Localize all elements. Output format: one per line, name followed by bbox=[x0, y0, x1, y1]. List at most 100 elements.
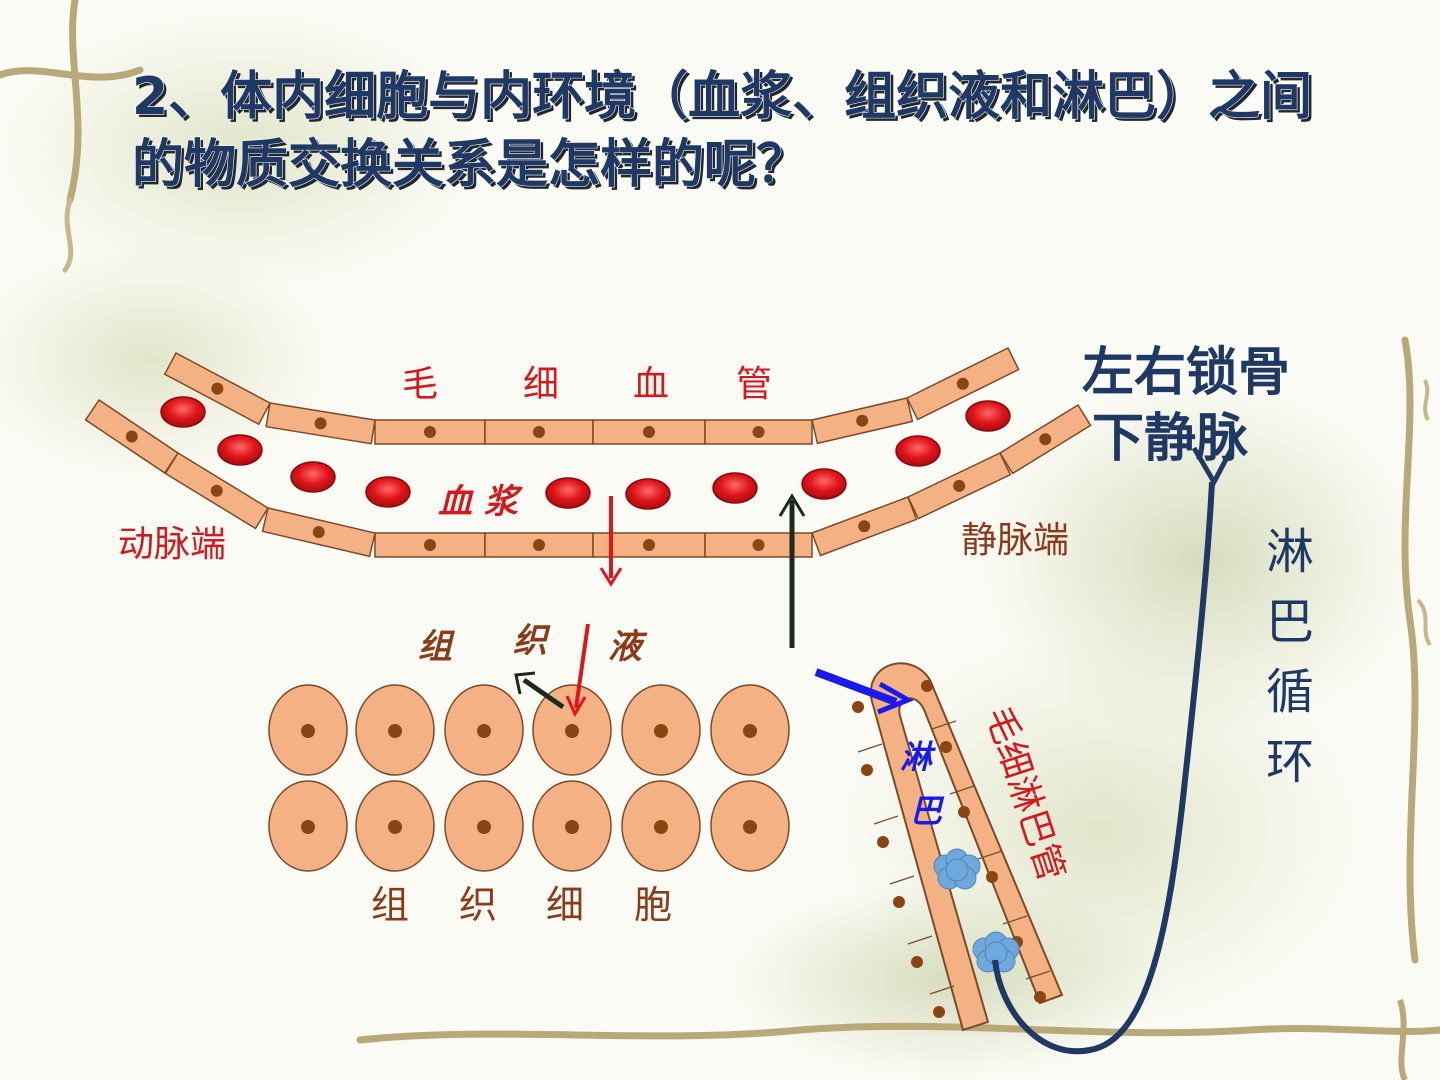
lower-capillary-wall-cell bbox=[811, 496, 918, 557]
nucleus bbox=[1039, 433, 1052, 446]
red-blood-cells bbox=[160, 396, 1011, 510]
nucleus bbox=[565, 820, 579, 834]
lymph-label-char-1: 淋 bbox=[900, 738, 936, 776]
lymph-circulation-label-char: 循 bbox=[1266, 664, 1314, 720]
nucleus bbox=[312, 526, 325, 539]
red-blood-cell bbox=[545, 477, 591, 509]
nucleus bbox=[477, 820, 491, 834]
tissue-fluid-label-char-1: 组 bbox=[418, 627, 456, 667]
lymph-circulation-label-char: 巴 bbox=[1266, 594, 1314, 650]
tissue-cell bbox=[710, 780, 790, 872]
tissue-cells-label-char-2: 织 bbox=[459, 883, 497, 927]
tissue-cells-label-char-4: 胞 bbox=[634, 883, 672, 927]
lymph-circulation-label-char: 淋 bbox=[1266, 524, 1314, 580]
nucleus bbox=[953, 479, 966, 492]
arrowhead-tissue-fluid-to-plasma bbox=[778, 493, 806, 517]
tissue-cell bbox=[268, 684, 348, 776]
lymph-circulation-path bbox=[992, 481, 1215, 1055]
tissue-cell bbox=[532, 684, 612, 776]
nucleus bbox=[211, 382, 224, 395]
title-line-2: 的物质交换关系是怎样的呢？ bbox=[132, 135, 808, 195]
nucleus bbox=[565, 724, 579, 738]
title-line-2-shadow: 的物质交换关系是怎样的呢？ bbox=[135, 138, 811, 198]
lower-capillary-wall-cell bbox=[484, 532, 594, 558]
nucleus bbox=[933, 1006, 945, 1018]
red-blood-cell bbox=[895, 435, 941, 467]
arrowhead-tissue-fluid-to-cell bbox=[565, 695, 587, 718]
subclavian-vein-label-line-1: 左右锁骨 bbox=[1082, 343, 1290, 403]
nucleus bbox=[388, 820, 402, 834]
arterial-end-label: 动脉端 bbox=[118, 524, 226, 565]
nucleus bbox=[877, 836, 889, 848]
subclavian-vein-label-line-2: 下静脉 bbox=[1092, 409, 1249, 469]
lower-capillary-wall-cell bbox=[374, 532, 486, 558]
nucleus bbox=[1034, 991, 1046, 1003]
tissue-cell bbox=[444, 780, 524, 872]
nucleus bbox=[752, 539, 765, 551]
arrowhead-plasma-to-tissue-fluid bbox=[599, 567, 623, 587]
red-blood-cell bbox=[712, 472, 758, 504]
plasma-label: 血 浆 bbox=[438, 482, 524, 522]
tissue-cells-label-char-3: 细 bbox=[546, 883, 584, 927]
nucleus bbox=[856, 414, 869, 427]
nucleus bbox=[858, 520, 871, 533]
labels: 毛 细 血 管 血 浆 动脉端 静脉端 组 织 液 组 织 细 胞 淋 巴 毛细… bbox=[118, 343, 1314, 927]
arrow-tissue-fluid-to-lymph bbox=[814, 668, 898, 706]
nucleus bbox=[861, 764, 873, 776]
lymph-circulation-label-char: 环 bbox=[1266, 734, 1314, 790]
nucleus bbox=[743, 724, 757, 738]
lower-capillary-wall-cell bbox=[84, 398, 180, 474]
red-blood-cell bbox=[365, 476, 411, 508]
capillary-label-char-4: 管 bbox=[736, 364, 772, 405]
nucleus bbox=[533, 539, 545, 551]
lymph-cell-cluster bbox=[933, 848, 981, 890]
capillary-label-char-3: 血 bbox=[633, 364, 669, 405]
capillary-label-char-2: 细 bbox=[523, 364, 559, 405]
lower-capillary-wall-cell bbox=[998, 403, 1092, 475]
upper-capillary-wall-cell bbox=[265, 402, 376, 445]
tissue-cells bbox=[268, 684, 790, 872]
tissue-cell bbox=[621, 780, 701, 872]
nucleus bbox=[314, 417, 327, 430]
lymph-circulation-arrowhead bbox=[1191, 446, 1235, 488]
flow-arrows bbox=[514, 446, 1235, 1055]
upper-capillary-wall-cell bbox=[704, 419, 813, 445]
red-blood-cell bbox=[625, 478, 671, 510]
red-blood-cell bbox=[160, 396, 206, 428]
nucleus bbox=[921, 680, 933, 692]
nucleus bbox=[956, 377, 969, 390]
lower-capillary-wall-cell bbox=[164, 451, 270, 530]
nucleus bbox=[125, 430, 138, 443]
upper-capillary-wall-cell bbox=[592, 419, 706, 445]
nucleus bbox=[477, 724, 491, 738]
upper-capillary-wall-cell bbox=[374, 419, 486, 445]
arrow-tissue-fluid-to-cell bbox=[574, 623, 590, 709]
nucleus bbox=[958, 806, 970, 818]
nucleus bbox=[893, 896, 905, 908]
tissue-fluid-label-char-3: 液 bbox=[608, 627, 648, 667]
nucleus bbox=[654, 724, 668, 738]
lymph-label-char-2: 巴 bbox=[910, 792, 945, 830]
nucleus bbox=[654, 820, 668, 834]
tissue-cell bbox=[621, 684, 701, 776]
nucleus bbox=[752, 426, 765, 438]
tissue-cell bbox=[268, 780, 348, 872]
arrowhead-tissue-fluid-to-lymph bbox=[877, 681, 914, 715]
tissue-cell bbox=[355, 684, 435, 776]
title-line-1-shadow: 2、体内细胞与内环境（血浆、组织液和淋巴）之间 bbox=[135, 70, 1315, 130]
tissue-cell bbox=[355, 780, 435, 872]
upper-capillary-wall-cell bbox=[484, 419, 594, 445]
red-blood-cell bbox=[290, 461, 336, 493]
blood-capillary-walls bbox=[84, 346, 1092, 558]
nucleus bbox=[424, 426, 436, 438]
lower-capillary-wall-cell bbox=[906, 451, 1012, 520]
upper-capillary-wall-cell bbox=[163, 351, 272, 426]
tissue-cells-label-char-1: 组 bbox=[371, 883, 409, 927]
nucleus bbox=[940, 741, 952, 753]
tissue-cell bbox=[710, 684, 790, 776]
upper-capillary-wall-cell bbox=[811, 397, 914, 445]
lower-capillary-wall-cell bbox=[704, 532, 813, 558]
